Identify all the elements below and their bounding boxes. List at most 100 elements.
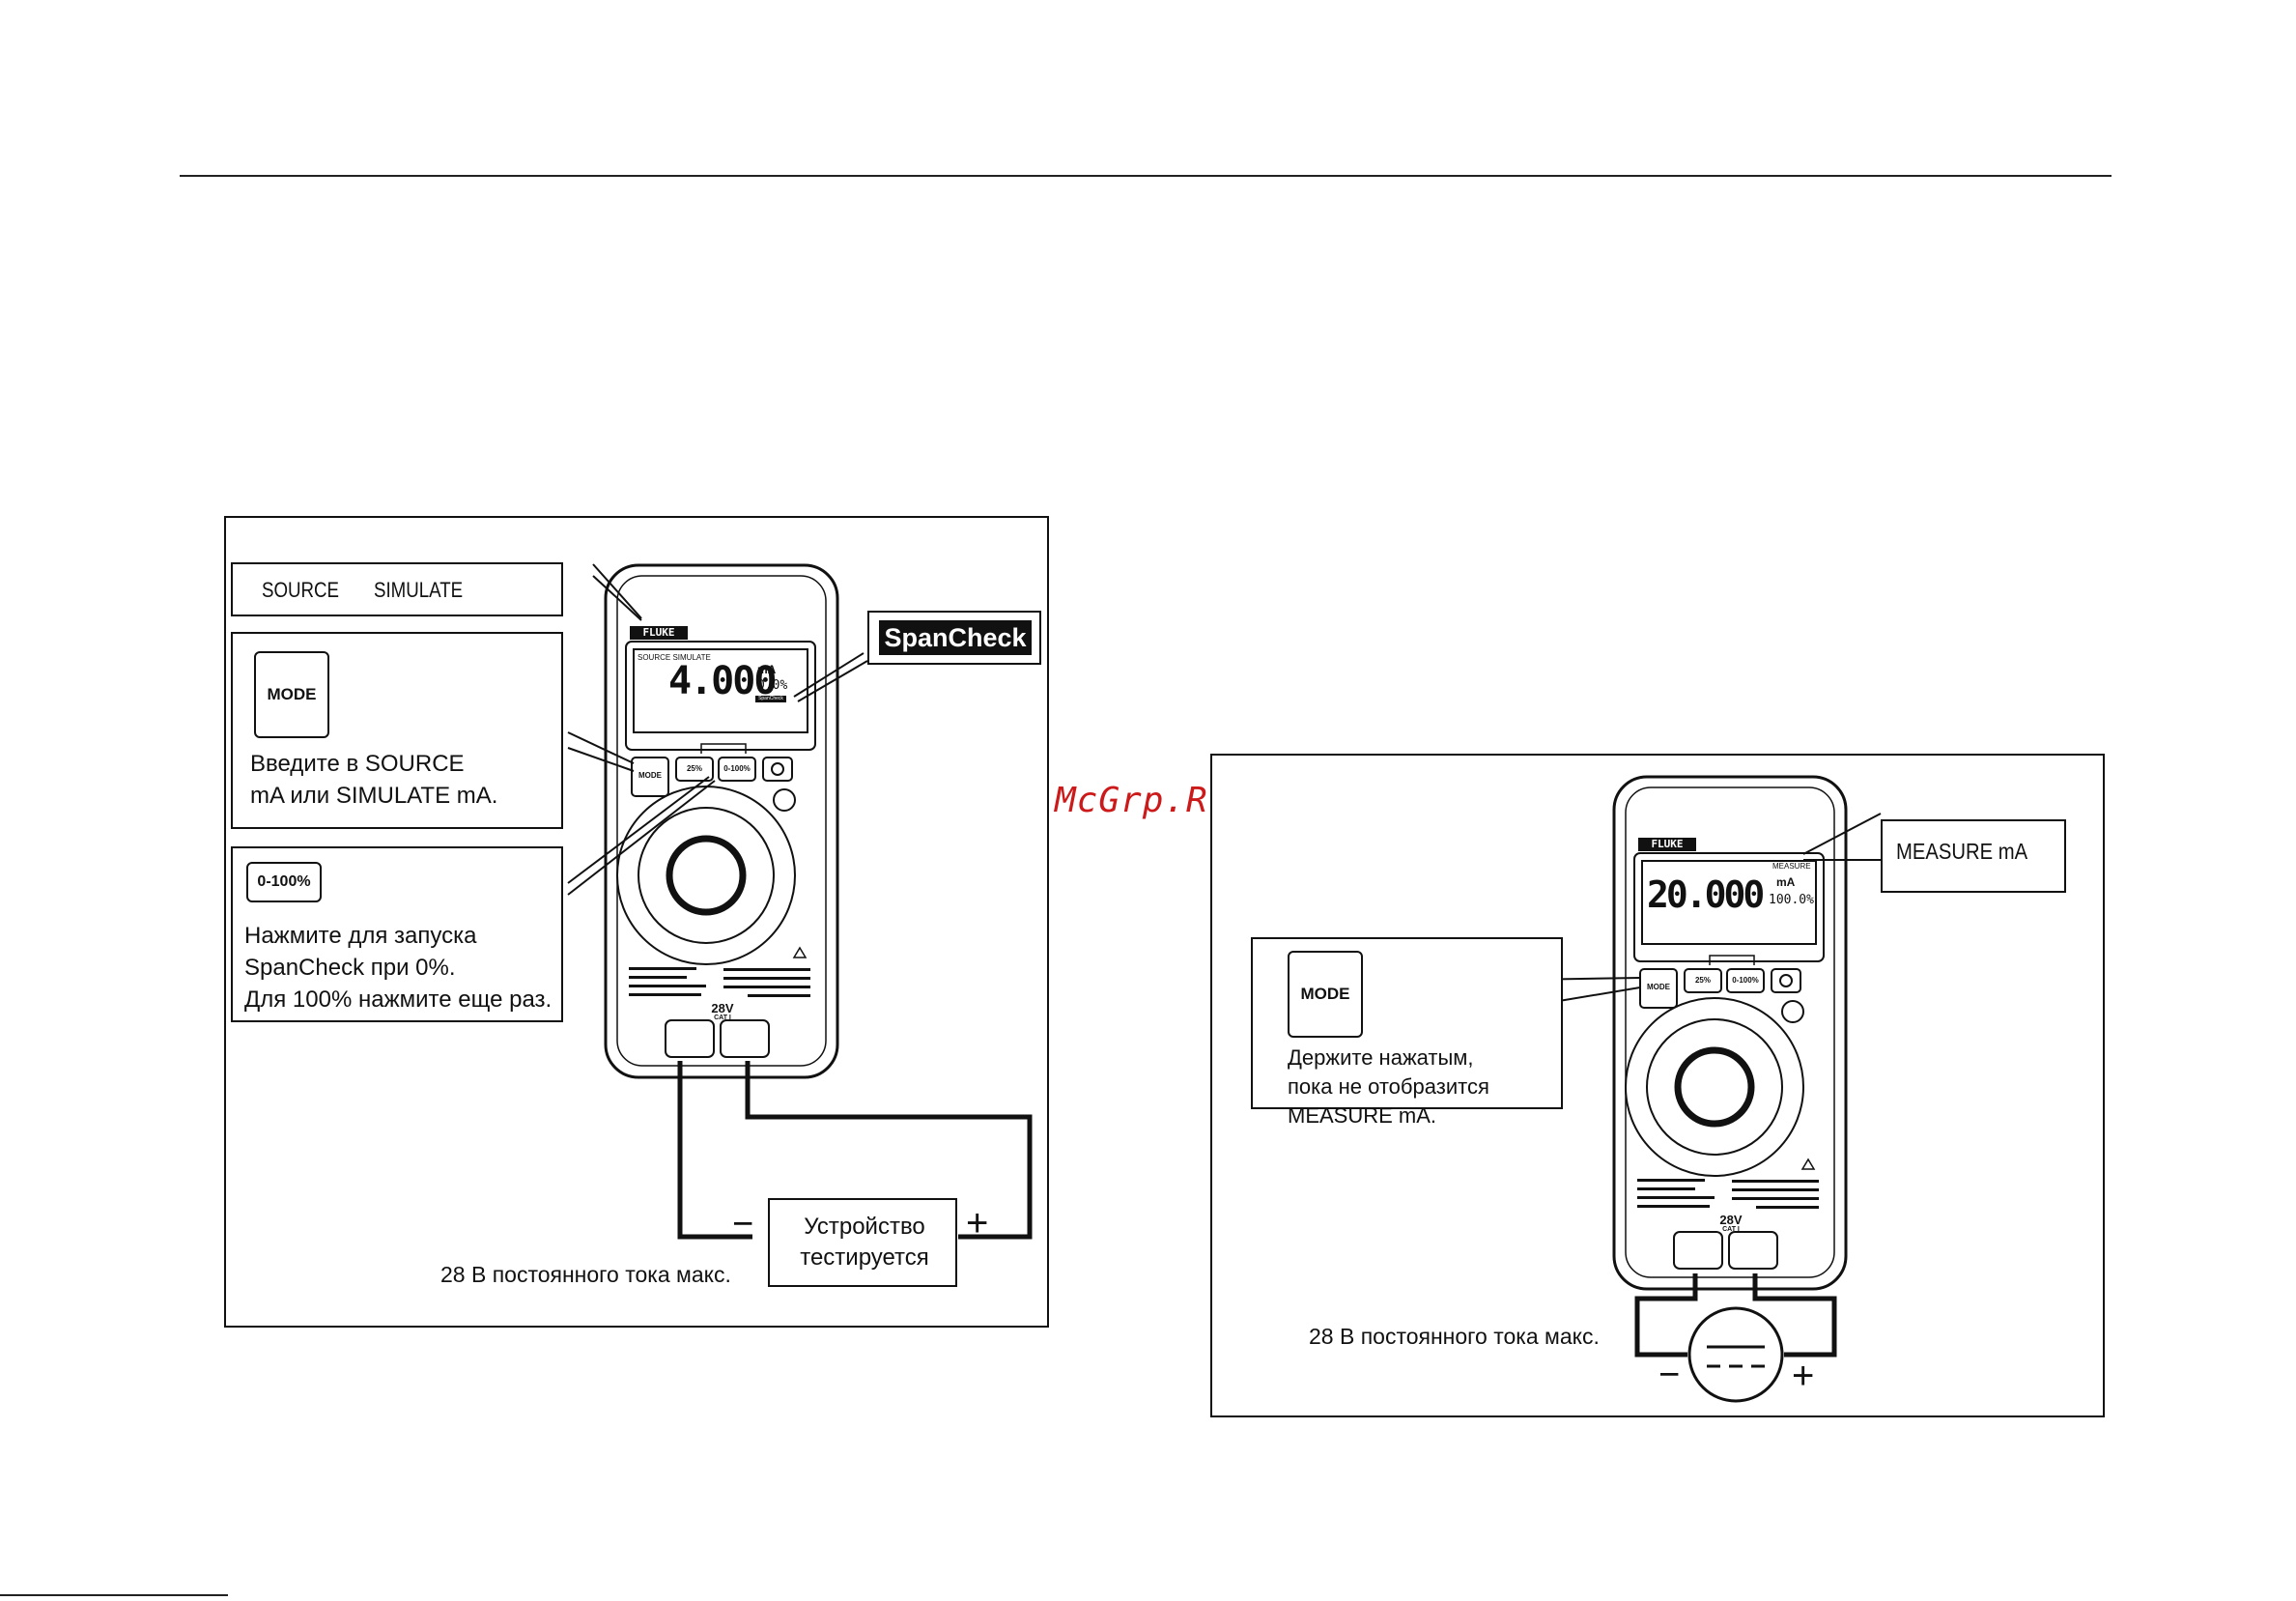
test-lead-negative [677,1061,752,1240]
source-wiring-figure: FLUKE SOURCE SIMULATE 4.000 mA 0.0% Span… [224,516,1049,1328]
lcd-mode-label: MEASURE [1772,862,1811,871]
approval-line [629,967,696,970]
header-rule [180,175,2112,177]
approval-line [1732,1180,1819,1183]
voltage-note: 28 В постоянного тока макс. [1309,1324,1600,1349]
measure-wiring-figure: FLUKE MEASURE 20.000 mA 100.0% MODE 25% … [1210,754,2105,1417]
footer-rule [0,1594,228,1596]
approval-line [1637,1205,1710,1208]
leader-line [567,731,635,764]
leader-line [567,747,635,772]
lcd-percent: 100.0% [1769,893,1814,907]
plus-terminal-label: + [1792,1355,1815,1397]
watermark: McGrp.Ru [1055,781,1231,820]
device-range-key-label: 0-100% [1732,976,1759,985]
mode-hold-instruction: Держите нажатым, пока не отобразится MEA… [1288,1045,1489,1128]
device-25-key-label: 25% [1694,976,1711,985]
device-range-key [718,757,756,782]
device-power-key [1771,968,1801,993]
lcd-value: 20.000 [1647,873,1765,916]
leader-line [567,776,710,884]
loop-power-supply [1687,1306,1784,1403]
approval-line [629,993,701,996]
voltage-badge: 28V [711,1001,734,1015]
terminal-block [720,1019,770,1058]
device-power-key [762,757,793,782]
terminal-block [665,1019,715,1058]
mode-key-instruction: Введите в SOURCE mA или SIMULATE mA. [250,751,498,809]
lcd-screen [1641,860,1817,945]
lcd-flag-label: SpanCheck [758,696,783,701]
leader-line [1802,813,1882,855]
mode-key-callout: MODE Введите в SOURCE mA или SIMULATE mA… [231,632,563,829]
device-under-test-label: Устройство тестируется [800,1214,929,1271]
key-bracket [700,743,747,754]
device-range-key-label: 0-100% [723,764,751,773]
lcd-unit: mA [757,663,777,676]
approval-line [629,985,706,987]
range-key-callout: 0-100% Нажмите для запуска SpanCheck при… [231,846,563,1022]
source-label: SOURCE [262,578,340,602]
mode-names-callout: SOURCE SIMULATE [231,562,563,616]
minus-terminal-label: − [732,1204,754,1244]
approval-line [1756,1206,1819,1209]
leader-line [793,652,865,698]
leader-line [567,780,716,896]
lcd-mode-label: SOURCE SIMULATE [638,653,711,662]
terminal-block [1728,1231,1778,1270]
brand-label: FLUKE [642,626,675,639]
warning-icon [792,946,808,958]
warning-icon [1800,1158,1816,1170]
test-lead-positive [745,1061,1033,1240]
measure-figure-graphics [1523,775,1882,1403]
brand-plate [1638,838,1696,851]
simulate-label: SIMULATE [374,578,464,602]
measure-label: MEASURE mA [1896,839,2028,864]
voltage-badge: 28V [1719,1213,1743,1227]
brand-label: FLUKE [1651,838,1684,850]
approval-line [1637,1187,1695,1190]
device-25-key-label: 25% [686,764,702,773]
approval-line [1732,1197,1819,1200]
lcd-unit: mA [1776,875,1796,889]
device-mode-key-label: MODE [1647,983,1670,991]
voltage-note: 28 В постоянного тока макс. [440,1262,731,1287]
terminal-block [1673,1231,1723,1270]
test-lead-negative [1634,1273,1698,1358]
range-key-instruction: Нажмите для запуска SpanCheck при 0%. Дл… [244,923,553,1013]
device-25-key [675,757,714,782]
device-25-key [1684,968,1722,993]
brand-plate [630,626,688,640]
lcd-value: 4.000 [668,659,777,703]
cat-badge: CAT I [714,1015,731,1021]
lcd-percent: 0.0% [757,678,788,693]
plus-terminal-label: + [966,1202,989,1244]
test-lead-positive [1752,1273,1837,1358]
lcd-screen [633,648,808,733]
power-icon [771,762,784,776]
approval-line [629,976,687,979]
mode-key: MODE [254,651,329,738]
approval-line [748,994,810,997]
device-range-key [1726,968,1765,993]
spancheck-callout: SpanCheck [867,611,1041,665]
power-icon [1779,974,1793,987]
approval-line [723,968,810,971]
knob-center [666,835,747,916]
approval-line [1637,1196,1715,1199]
minus-terminal-label: − [1658,1355,1681,1395]
mode-key: MODE [1288,951,1363,1038]
ex-icon [1781,1000,1804,1023]
approval-line [1637,1179,1705,1182]
key-bracket [1709,955,1755,965]
cat-badge: CAT I [1722,1226,1740,1233]
approval-line [723,986,810,988]
approval-line [723,977,810,980]
mode-hold-callout: MODE Держите нажатым, пока не отобразитс… [1251,937,1563,1128]
approval-line [1732,1188,1819,1191]
device-mode-key-label: MODE [638,771,662,780]
lcd-spancheck-flag [755,696,786,702]
leader-line [592,575,642,621]
device-mode-key [631,757,669,797]
leader-line [797,660,868,702]
